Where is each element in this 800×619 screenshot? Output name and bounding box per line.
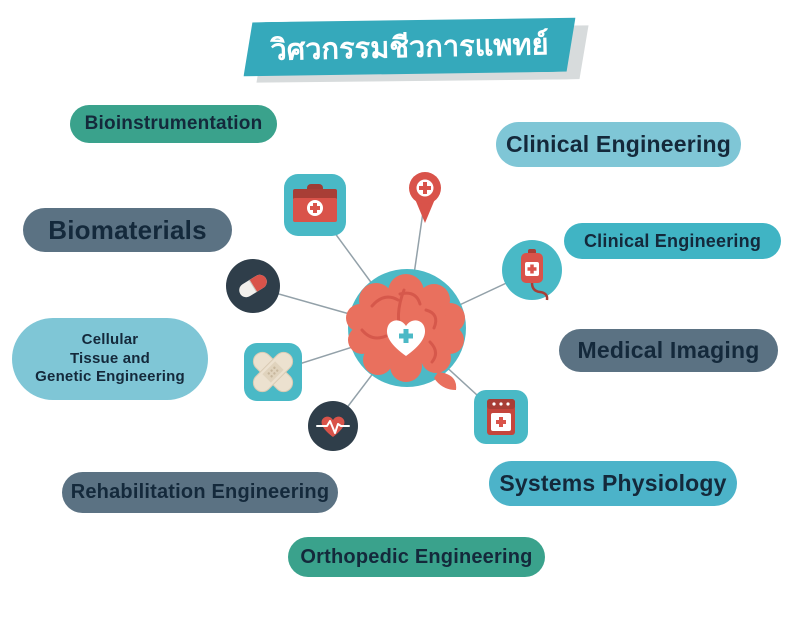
label-cellular-tissue-genetic-engineering: Cellular Tissue and Genetic Engineering	[12, 318, 208, 400]
heart-cross-icon	[386, 320, 426, 356]
label-biomaterials: Biomaterials	[23, 208, 232, 252]
page-title: วิศวกรรมชีวการแพทย์	[242, 16, 576, 79]
title-banner: วิศวกรรมชีวการแพทย์	[230, 14, 600, 92]
label-medical-imaging: Medical Imaging	[559, 329, 778, 372]
crossed-bandages-icon	[244, 343, 302, 401]
location-pin-cross-icon	[409, 172, 441, 223]
medicine-box-icon	[474, 390, 528, 444]
heartbeat-heart-icon	[308, 401, 358, 451]
first-aid-kit-icon	[284, 174, 346, 236]
label-bioinstrumentation: Bioinstrumentation	[70, 105, 277, 143]
capsule-pill-icon	[226, 259, 280, 313]
label-rehabilitation-engineering: Rehabilitation Engineering	[62, 472, 338, 513]
label-systems-physiology: Systems Physiology	[489, 461, 737, 506]
label-clinical-engineering-top: Clinical Engineering	[496, 122, 741, 167]
brain-icon	[346, 269, 466, 390]
label-clinical-engineering-right: Clinical Engineering	[564, 223, 781, 259]
label-orthopedic-engineering: Orthopedic Engineering	[288, 537, 545, 577]
blood-bag-icon	[502, 240, 562, 301]
